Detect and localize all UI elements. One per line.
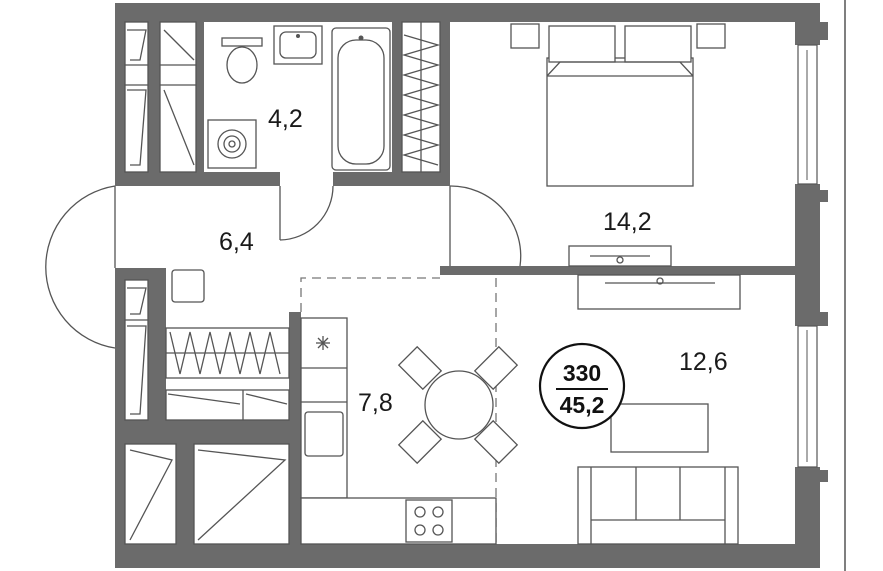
bedroom-furniture [510,23,726,267]
living-furniture [577,274,741,545]
windows [797,0,846,571]
total-area: 45,2 [560,392,605,418]
wardrobe-upper-left [124,21,197,173]
kitchen-area-label: 7,8 [358,389,393,417]
dining-set [397,345,519,465]
wardrobe-bath-side [401,21,441,173]
kitchen-elements [300,277,497,545]
apartment-number: 330 [563,360,601,386]
hallway-area-label: 6,4 [219,228,254,256]
apartment-badge: 330 45,2 [538,342,626,430]
bathroom-area-label: 4,2 [268,105,303,133]
bedroom-area-label: 14,2 [603,208,652,236]
living-area-label: 12,6 [679,348,728,376]
walls [115,3,828,568]
hallway-elements [45,185,522,545]
bathroom-fixtures [207,25,391,171]
